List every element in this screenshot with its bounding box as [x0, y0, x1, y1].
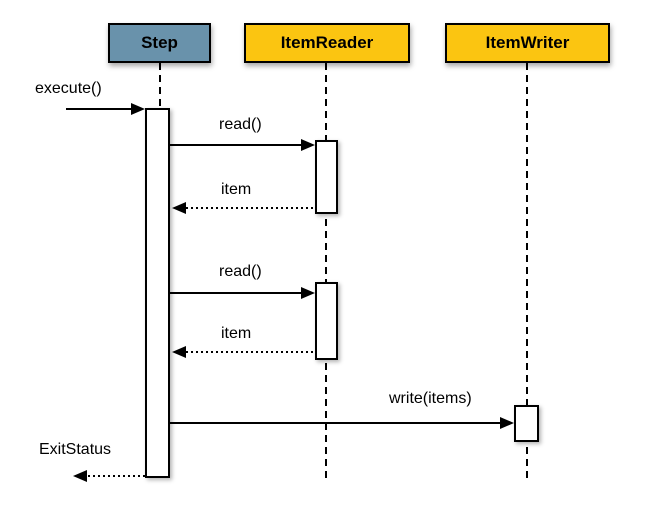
message-execute-label: execute()	[35, 80, 102, 97]
message-exitstatus-line	[88, 475, 145, 477]
message-item2-label: item	[221, 325, 252, 342]
message-read2-label: read()	[219, 263, 262, 280]
message-exitstatus-label: ExitStatus	[39, 441, 112, 458]
participant-itemwriter-label: ItemWriter	[485, 33, 570, 52]
activation-bar-itemreader-2	[315, 282, 338, 360]
activation-bar-itemreader-1	[315, 140, 338, 214]
participant-step-label: Step	[141, 33, 178, 52]
message-item1-label: item	[221, 181, 252, 198]
participant-itemwriter: ItemWriter	[445, 23, 610, 63]
arrowhead-left-icon	[73, 470, 87, 482]
participant-step: Step	[108, 23, 211, 63]
message-read1-label: read()	[219, 116, 262, 133]
participant-itemreader-label: ItemReader	[280, 33, 374, 52]
activation-bar-step	[145, 108, 170, 478]
arrowhead-right-icon	[301, 139, 315, 151]
lifeline-step	[159, 63, 161, 110]
message-write-line	[170, 422, 501, 424]
arrowhead-left-icon	[172, 202, 186, 214]
arrowhead-right-icon	[500, 417, 514, 429]
lifeline-itemreader	[325, 63, 327, 482]
message-execute-line	[66, 108, 132, 110]
arrowhead-right-icon	[131, 103, 145, 115]
message-read1-line	[170, 144, 302, 146]
arrowhead-right-icon	[301, 287, 315, 299]
activation-bar-itemwriter	[514, 405, 539, 442]
message-item1-line	[186, 207, 315, 209]
message-item2-line	[186, 351, 315, 353]
participant-itemreader: ItemReader	[244, 23, 410, 63]
arrowhead-left-icon	[172, 346, 186, 358]
message-write-label: write(items)	[389, 390, 472, 407]
message-read2-line	[170, 292, 302, 294]
lifeline-itemwriter	[526, 63, 528, 482]
